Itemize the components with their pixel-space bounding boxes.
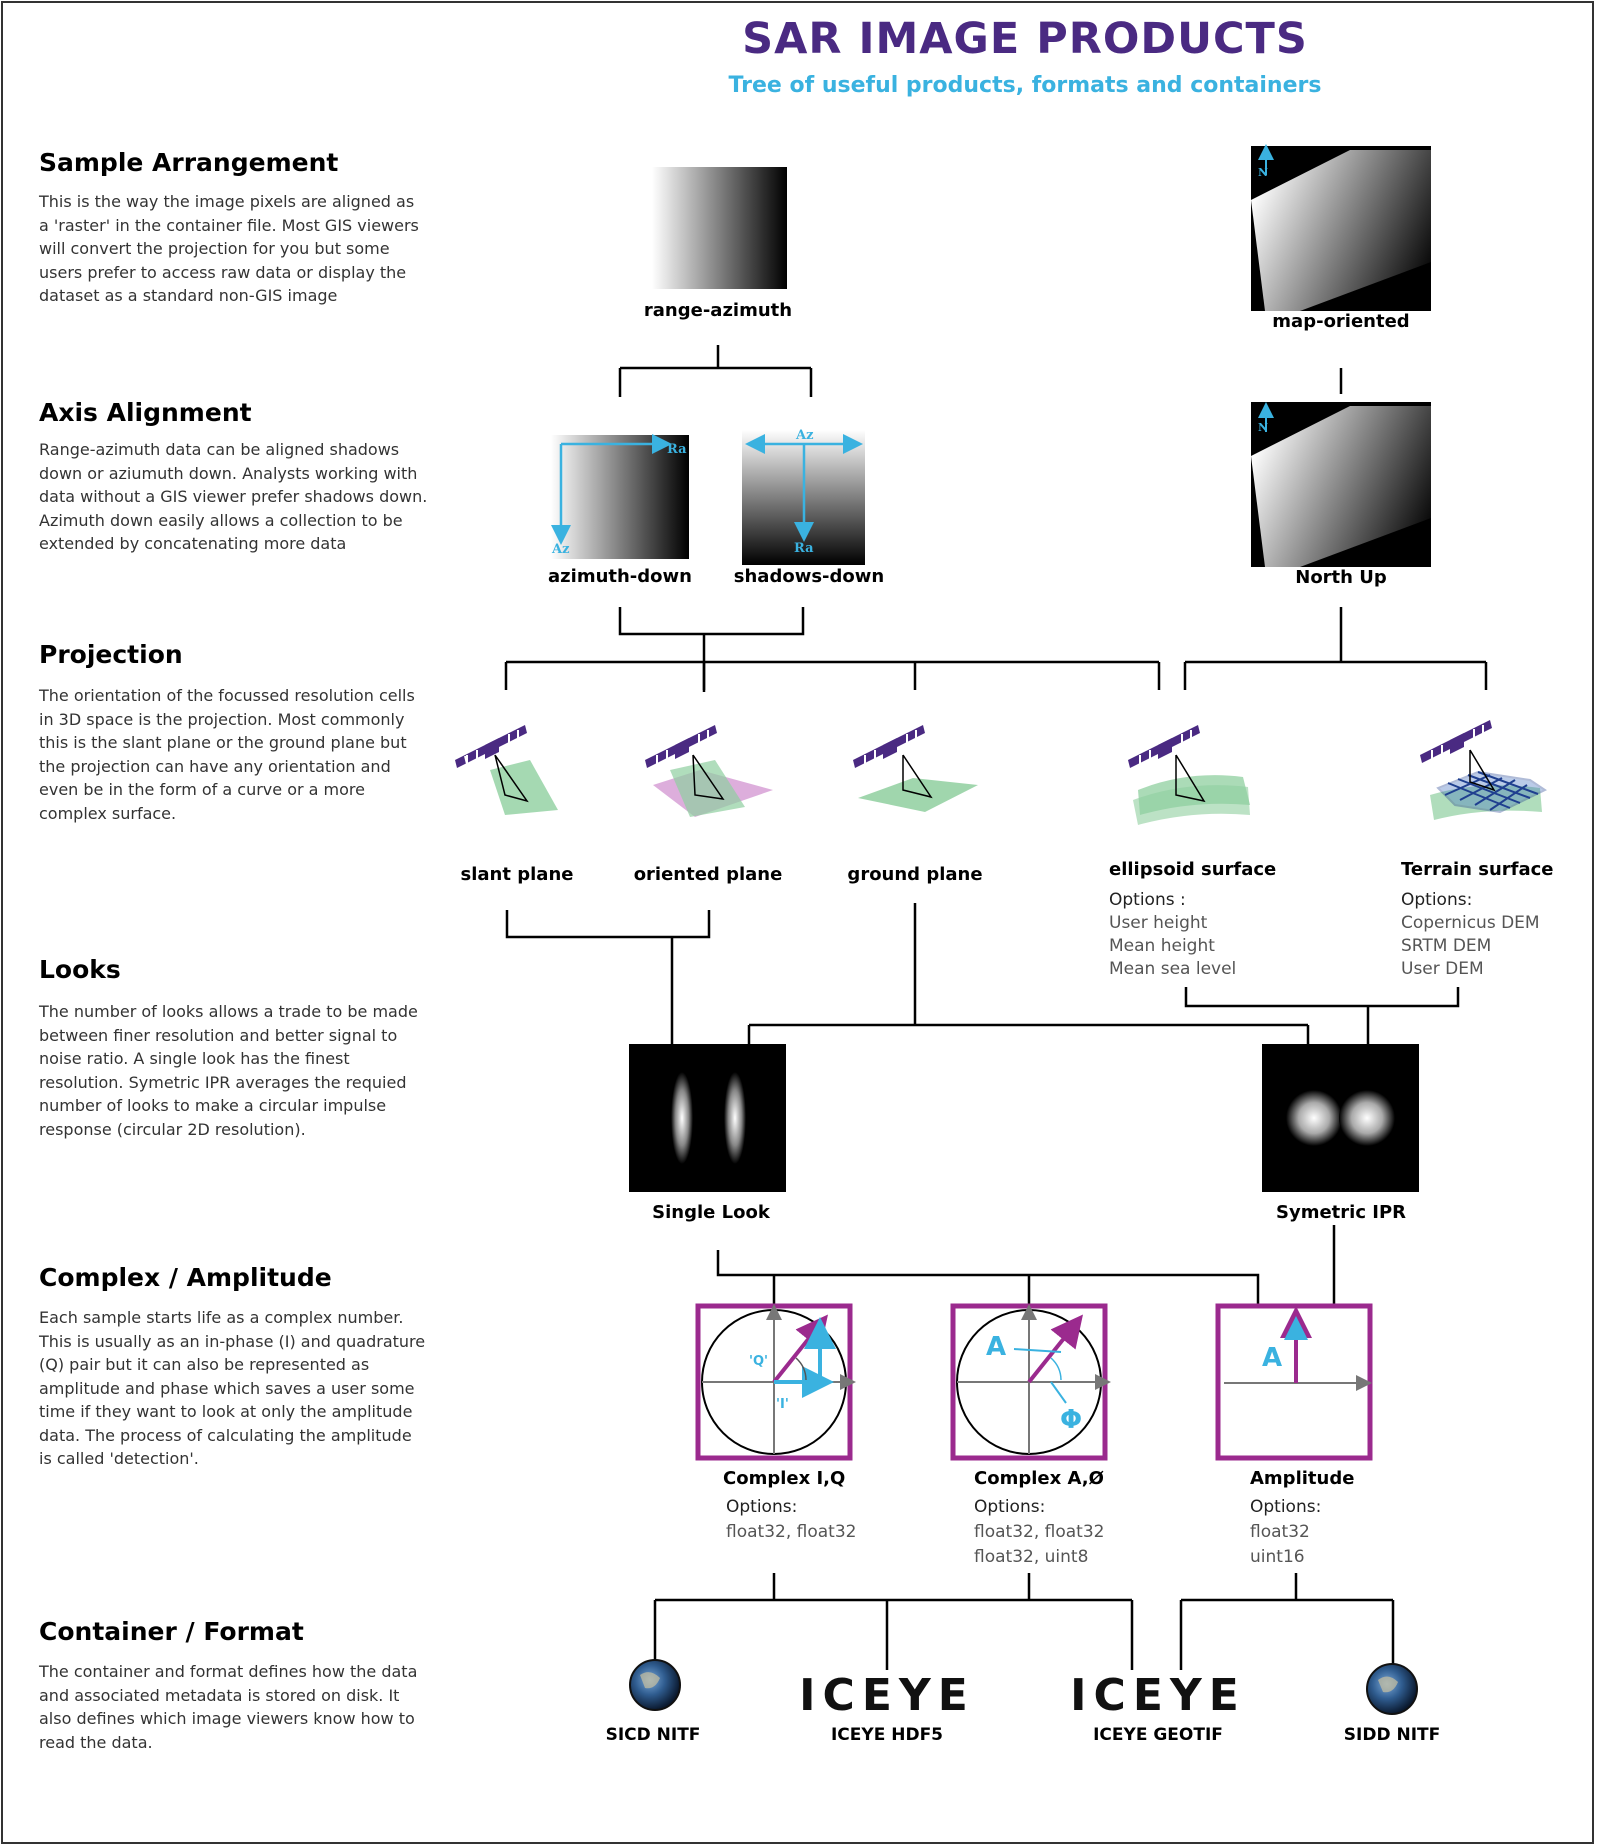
page-subtitle: Tree of useful products, formats and con… — [728, 73, 1322, 98]
a-label-aphi: A — [986, 1332, 1006, 1362]
label-iceye-hdf5: ICEYE HDF5 — [830, 1725, 944, 1745]
section-desc-looks: The number of looks allows a trade to be… — [39, 1002, 418, 1139]
terrain-options-head: Options: — [1401, 890, 1473, 910]
terrain-option-3: User DEM — [1401, 959, 1484, 979]
section-desc-container-format: The container and format defines how the… — [39, 1662, 418, 1752]
section-title-container-format: Container / Format — [39, 1617, 304, 1646]
ellipsoid-option-2: Mean height — [1109, 936, 1215, 956]
ra-label-azdown: Ra — [667, 442, 687, 457]
north-label-map: N — [1258, 166, 1268, 179]
north-up-image — [1251, 402, 1431, 567]
complex-aphi-option-2: float32, uint8 — [974, 1547, 1089, 1567]
terrain-surface-icon — [1420, 720, 1548, 820]
amplitude-options-head: Options: — [1250, 1497, 1322, 1517]
label-slant-plane: slant plane — [460, 864, 574, 885]
label-north-up: North Up — [1295, 567, 1387, 588]
label-iceye-geotif: ICEYE GEOTIF — [1093, 1725, 1223, 1745]
section-desc-axis-alignment: Range-azimuth data can be aligned shadow… — [39, 440, 428, 553]
azimuth-down-image — [551, 434, 689, 559]
ellipsoid-option-1: User height — [1109, 913, 1208, 933]
amplitude-option-1: float32 — [1250, 1522, 1310, 1542]
section-title-sample-arrangement: Sample Arrangement — [39, 148, 339, 177]
section-title-complex-amplitude: Complex / Amplitude — [39, 1263, 332, 1292]
map-oriented-image — [1251, 144, 1431, 311]
az-label-azdown: Az — [551, 542, 569, 557]
terrain-option-2: SRTM DEM — [1401, 936, 1492, 956]
range-azimuth-image — [652, 167, 787, 289]
label-map-oriented: map-oriented — [1272, 311, 1410, 332]
phi-label: Φ — [1060, 1405, 1082, 1435]
label-terrain-surface: Terrain surface — [1401, 859, 1554, 880]
complex-aphi-option-1: float32, float32 — [974, 1522, 1105, 1542]
section-desc-projection: The orientation of the focussed resoluti… — [39, 686, 415, 823]
symetric-ipr-image — [1262, 1044, 1419, 1192]
i-label: 'I' — [776, 1397, 789, 1412]
label-symetric-ipr: Symetric IPR — [1276, 1202, 1406, 1223]
ground-plane-icon — [853, 725, 978, 812]
ra-label-shadowdown: Ra — [794, 541, 814, 556]
label-range-azimuth: range-azimuth — [643, 300, 793, 321]
label-complex-iq: Complex I,Q — [723, 1468, 846, 1489]
section-title-projection: Projection — [39, 640, 183, 669]
section-desc-complex-amplitude: Each sample starts life as a complex num… — [39, 1308, 426, 1468]
ellipsoid-options-head: Options : — [1109, 890, 1186, 910]
complex-iq-option-1: float32, float32 — [726, 1522, 857, 1542]
label-ellipsoid-surface: ellipsoid surface — [1109, 859, 1277, 880]
ellipsoid-option-3: Mean sea level — [1109, 959, 1237, 979]
oriented-plane-icon — [645, 725, 773, 817]
label-shadows-down: shadows-down — [733, 566, 885, 587]
a-label-amplitude: A — [1262, 1343, 1282, 1373]
terrain-option-1: Copernicus DEM — [1401, 913, 1540, 933]
page-title: SAR IMAGE PRODUCTS — [742, 14, 1308, 64]
iceye-logo-hdf5: ICEYE — [799, 1670, 975, 1721]
section-title-looks: Looks — [39, 955, 121, 984]
q-label: 'Q' — [749, 1354, 768, 1369]
section-desc-sample-arrangement: This is the way the image pixels are ali… — [39, 192, 419, 305]
earth-globe-icon — [629, 1659, 681, 1711]
single-look-image — [629, 1044, 786, 1192]
section-title-axis-alignment: Axis Alignment — [39, 398, 252, 427]
label-amplitude: Amplitude — [1250, 1468, 1355, 1489]
label-ground-plane: ground plane — [847, 864, 983, 885]
ellipsoid-surface-icon — [1128, 725, 1250, 825]
label-sidd-nitf: SIDD NITF — [1343, 1725, 1441, 1745]
shadows-down-image — [742, 430, 865, 565]
az-label-shadowdown: Az — [795, 428, 813, 443]
label-complex-aphi: Complex A,Ø — [974, 1468, 1104, 1489]
satellite-icon — [455, 725, 527, 768]
iceye-logo-geotif: ICEYE — [1070, 1670, 1246, 1721]
label-azimuth-down: azimuth-down — [548, 566, 692, 587]
label-single-look: Single Look — [652, 1202, 770, 1223]
slant-plane-icon — [455, 725, 558, 815]
label-oriented-plane: oriented plane — [633, 864, 783, 885]
amplitude-diagram — [1215, 1303, 1373, 1461]
complex-iq-diagram — [695, 1303, 856, 1461]
label-sicd-nitf: SICD NITF — [605, 1725, 701, 1745]
complex-aphi-options-head: Options: — [974, 1497, 1046, 1517]
complex-aphi-diagram — [950, 1303, 1111, 1461]
amplitude-option-2: uint16 — [1250, 1547, 1305, 1567]
earth-globe-icon — [1366, 1663, 1418, 1715]
connector-lines — [504, 345, 1488, 1670]
north-label-northup: N — [1258, 421, 1268, 434]
complex-iq-options-head: Options: — [726, 1497, 798, 1517]
